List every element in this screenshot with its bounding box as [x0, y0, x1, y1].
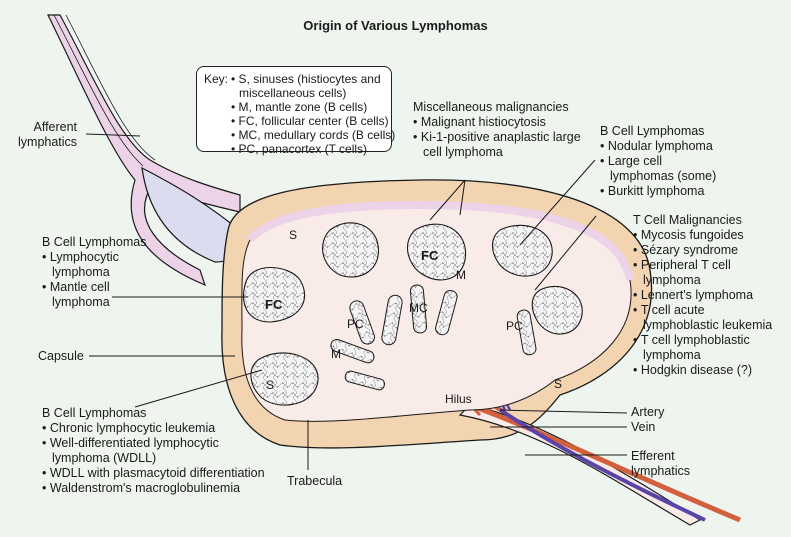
label-line: lymphatics: [18, 135, 78, 149]
group-item: Sézary syndrome: [633, 243, 783, 258]
region-pc: PC: [347, 317, 364, 331]
group-item: T cell acute lymphoblastic leukemia: [633, 303, 783, 333]
group-heading: T Cell Malignancies: [633, 213, 742, 227]
label-hilus: Hilus: [445, 392, 472, 406]
group-misc-malignancies: Miscellaneous malignancies Malignant his…: [413, 100, 588, 160]
group-b-cell-bottom-left: B Cell Lymphomas Chronic lymphocytic leu…: [42, 406, 265, 496]
group-item: WDLL with plasmacytoid differentiation: [42, 466, 265, 481]
group-item: Nodular lymphoma: [600, 139, 720, 154]
group-item: Well-differentiated lymphocytic lymphoma…: [42, 436, 232, 466]
group-item: Malignant histiocytosis: [413, 115, 588, 130]
group-item: Large cell lymphomas (some): [600, 154, 720, 184]
group-heading: B Cell Lymphomas: [42, 406, 147, 420]
region-fc: FC: [265, 297, 283, 312]
key-item: FC, follicular center (B cells): [231, 114, 395, 128]
label-artery: Artery: [631, 405, 665, 419]
label-capsule: Capsule: [38, 349, 84, 363]
label-afferent-lymphatics: Afferent lymphatics: [18, 120, 77, 150]
group-item: Ki-1-positive anaplastic large cell lymp…: [413, 130, 588, 160]
label-trabecula: Trabecula: [287, 474, 343, 488]
medullary-cords: [330, 284, 537, 391]
leader-lines: [85, 133, 628, 470]
group-item: Hodgkin disease (?): [633, 363, 783, 378]
group-item: Lennert's lymphoma: [633, 288, 783, 303]
region-s: S: [266, 378, 275, 392]
key-legend: Key: S, sinuses (histiocytes and miscell…: [196, 66, 396, 156]
group-item: Lymphocytic lymphoma: [42, 250, 132, 280]
group-item: Mantle cell lymphoma: [42, 280, 132, 310]
group-heading: B Cell Lymphomas: [600, 124, 705, 138]
afferent-lymphatics-vessel: [47, 14, 249, 287]
key-heading: Key:: [204, 72, 229, 86]
group-item: Peripheral T cell lymphoma: [633, 258, 753, 288]
key-item: PC, panacortex (T cells): [231, 142, 395, 156]
label-line: Efferent: [631, 449, 675, 463]
label-vein: Vein: [631, 420, 656, 434]
group-heading: B Cell Lymphomas: [42, 235, 147, 249]
label-line: Afferent: [33, 120, 78, 134]
group-item: Burkitt lymphoma: [600, 184, 720, 199]
label-efferent-lymphatics: Efferent lymphatics: [631, 449, 690, 479]
region-fc: FC: [421, 248, 439, 263]
key-item: MC, medullary cords (B cells): [231, 128, 396, 142]
group-item: Waldenstrom's macroglobulinemia: [42, 481, 265, 496]
label-line: lymphatics: [631, 464, 691, 478]
group-t-cell-malignancies: T Cell Malignancies Mycosis fungoides Sé…: [633, 213, 783, 378]
group-b-cell-top-right: B Cell Lymphomas Nodular lymphoma Large …: [600, 124, 720, 199]
region-m: M: [331, 347, 341, 361]
region-m: M: [456, 268, 466, 282]
region-s: S: [289, 228, 298, 242]
group-b-cell-left: B Cell Lymphomas Lymphocytic lymphoma Ma…: [42, 235, 146, 310]
diagram-title: Origin of Various Lymphomas: [303, 18, 488, 33]
sinus-band: [246, 200, 634, 281]
key-item: M, mantle zone (B cells): [231, 100, 395, 114]
region-pc: PC: [506, 319, 523, 333]
key-item: S, sinuses (histiocytes and miscellaneou…: [231, 72, 389, 100]
group-item: T cell lymphoblastic lymphoma: [633, 333, 763, 363]
group-item: Chronic lymphocytic leukemia: [42, 421, 265, 436]
follicles: [243, 222, 583, 406]
region-mc: MC: [409, 301, 428, 315]
group-item: Mycosis fungoides: [633, 228, 783, 243]
group-heading: Miscellaneous malignancies: [413, 100, 569, 114]
region-s: S: [554, 377, 563, 391]
